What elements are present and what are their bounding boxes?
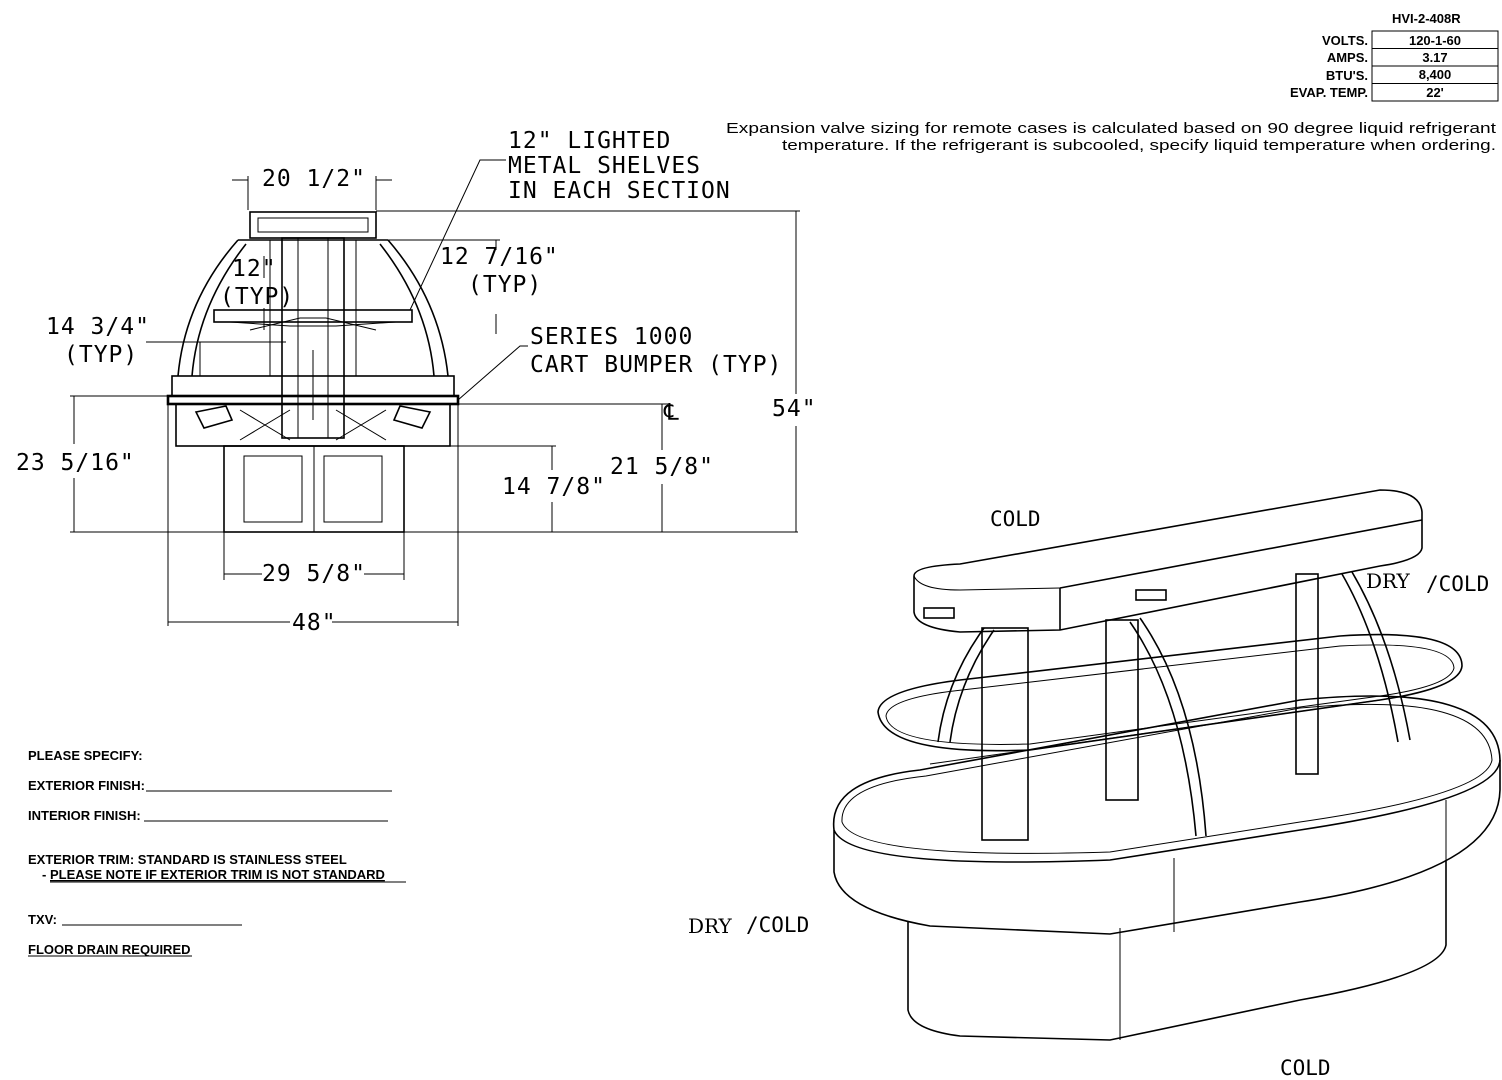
note-line-2: temperature. If the refrigerant is subco… [782,137,1496,154]
dim-top-width: 20 1/2" [262,166,366,192]
spec-value: 120-1-60 [1409,33,1461,48]
dimension-lines [70,159,800,626]
light-fixture-icon [194,405,432,429]
light-fixture-icon [923,607,955,619]
please-specify-heading: PLEASE SPECIFY: [28,748,143,763]
isometric-case-drawing: COLD DRY /COLD DRY /COLD COLD [688,489,1501,1080]
label-cold-left: /COLD [746,913,809,937]
expansion-valve-note: Expansion valve sizing for remote cases … [726,120,1497,154]
dim-deck-width-typ: (TYP) [64,342,138,368]
shelf-note-line-2: METAL SHELVES [508,153,701,179]
end-elevation-drawing: 20 1/2" 12" LIGHTED METAL SHELVES IN EAC… [16,128,817,636]
dim-deck-width: 14 3/4" [46,314,150,340]
label-dry-left: DRY [688,914,732,938]
centerline-symbol: ℄ [663,400,680,426]
spec-value: 8,400 [1419,67,1452,82]
model-number: HVI-2-408R [1392,11,1461,26]
label-dry-right: DRY [1366,569,1410,593]
spec-value: 3.17 [1422,50,1447,65]
dim-base-width: 29 5/8" [262,561,366,587]
trim-note-prefix: - [42,867,46,882]
floor-drain-text: FLOOR DRAIN REQUIRED [28,942,191,957]
label-cold-right: /COLD [1426,572,1489,596]
trim-note-text: PLEASE NOTE IF EXTERIOR TRIM IS NOT STAN… [50,867,385,882]
shelf-note-line-1: 12" LIGHTED [508,128,671,154]
dim-overall-width: 48" [292,610,337,636]
shelf-note-line-3: IN EACH SECTION [508,178,731,204]
spec-label: AMPS. [1327,50,1368,65]
dim-shelf-spacing: 12" [232,256,277,282]
dim-deck-height: 23 5/16" [16,450,135,476]
dim-shelf-depth: 12 7/16" [440,244,559,270]
spec-value: 22' [1426,85,1444,100]
interior-finish-label: INTERIOR FINISH: [28,808,141,823]
note-line-1: Expansion valve sizing for remote cases … [726,120,1497,137]
dim-rail-height: 21 5/8" [610,454,714,480]
light-fixture-icon [1135,589,1167,601]
dim-shelf-depth-typ: (TYP) [468,272,542,298]
bumper-note-line-1: SERIES 1000 [530,324,693,350]
dim-shelf-spacing-typ: (TYP) [220,284,294,310]
dim-base-height: 14 7/8" [502,474,606,500]
spec-label: EVAP. TEMP. [1290,85,1368,100]
exterior-finish-label: EXTERIOR FINISH: [28,778,145,793]
dim-total-height: 54" [772,396,817,422]
bumper-note-line-2: CART BUMPER (TYP) [530,352,782,378]
spec-label: VOLTS. [1322,33,1368,48]
txv-label: TXV: [28,912,57,927]
spec-table: HVI-2-408R VOLTS. 120-1-60 AMPS. 3.17 BT… [1290,11,1499,102]
label-cold-top: COLD [990,507,1041,531]
spec-label: BTU'S. [1326,68,1368,83]
exterior-trim-text: EXTERIOR TRIM: STANDARD IS STAINLESS STE… [28,852,347,867]
order-specification-form: PLEASE SPECIFY: EXTERIOR FINISH: INTERIO… [28,748,406,957]
label-cold-bottom: COLD [1280,1056,1331,1080]
